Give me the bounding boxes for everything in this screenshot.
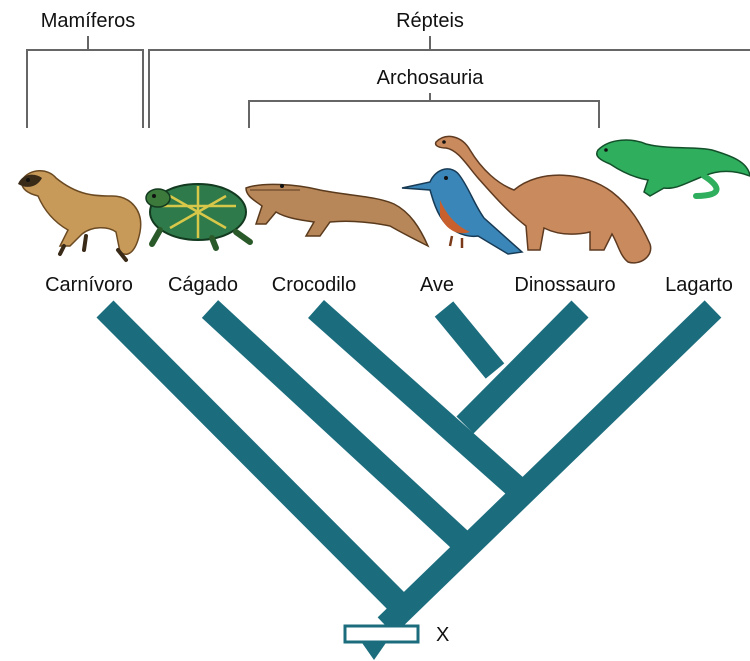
- branch-ave: [444, 309, 495, 371]
- root-marker-label: X: [436, 623, 449, 647]
- root-marker: [345, 626, 418, 660]
- root-marker-box: [345, 626, 418, 642]
